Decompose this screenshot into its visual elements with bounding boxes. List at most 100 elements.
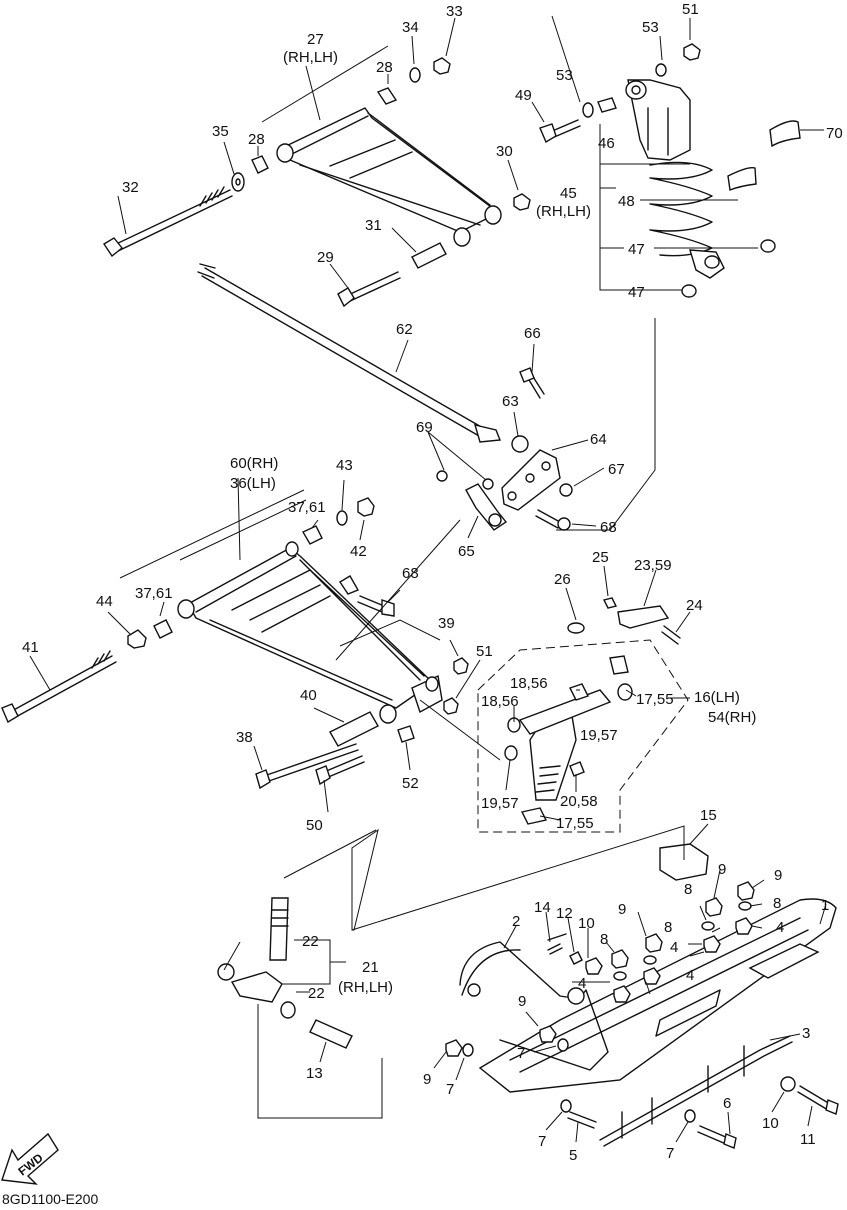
diagram-code: 8GD1100-E200	[2, 1191, 98, 1207]
callout-7b: 7	[446, 1081, 454, 1098]
callout-3: 3	[802, 1025, 810, 1042]
callout-7a: 7	[517, 1045, 525, 1062]
callout-48: 48	[618, 193, 635, 210]
callout-70: 70	[826, 125, 843, 142]
callout-leaders	[29, 15, 827, 1143]
callout-21-sub: (RH,LH)	[338, 979, 393, 996]
callout-29: 29	[317, 249, 334, 266]
callout-27: 27	[307, 31, 324, 48]
callout-28a: 28	[376, 59, 393, 76]
callout-52: 52	[402, 775, 419, 792]
ski-assembly	[445, 843, 839, 1149]
callout-37a: 37,61	[288, 499, 326, 516]
callout-19a: 19,57	[580, 727, 618, 744]
callout-53a: 53	[642, 19, 659, 36]
callout-44: 44	[96, 593, 113, 610]
callout-4b: 4	[670, 939, 678, 956]
callout-66: 66	[524, 325, 541, 342]
callout-36: 36(LH)	[230, 475, 276, 492]
callout-38: 38	[236, 729, 253, 746]
callout-46: 46	[598, 135, 615, 152]
callout-34: 34	[402, 19, 419, 36]
torsion-shaft	[197, 263, 501, 443]
callout-9b: 9	[774, 867, 782, 884]
callout-43: 43	[336, 457, 353, 474]
reference-lines	[119, 45, 689, 1119]
callout-11: 11	[800, 1131, 816, 1148]
callout-62: 62	[396, 321, 413, 338]
callout-5: 5	[569, 1147, 577, 1164]
callout-21: 21	[362, 959, 379, 976]
shock-absorber	[539, 43, 801, 298]
callout-63: 63	[502, 393, 519, 410]
callout-24: 24	[686, 597, 703, 614]
callout-22b: 22	[308, 985, 325, 1002]
callout-30: 30	[496, 143, 513, 160]
callout-51b: 51	[476, 643, 493, 660]
callout-68b: 68	[402, 565, 419, 582]
ski-spindle	[504, 597, 681, 825]
callout-51a: 51	[682, 1, 699, 18]
callout-13: 13	[306, 1065, 323, 1082]
callout-32: 32	[122, 179, 139, 196]
steering-spindle	[217, 897, 353, 1049]
callout-9c: 9	[618, 901, 626, 918]
callout-6: 6	[723, 1095, 731, 1112]
callout-8c: 8	[664, 919, 672, 936]
callout-2: 2	[512, 913, 520, 930]
callout-49: 49	[515, 87, 532, 104]
callout-17a: 17,55	[636, 691, 674, 708]
callout-47a: 47	[628, 241, 645, 258]
callout-8d: 8	[600, 931, 608, 948]
callout-40: 40	[300, 687, 317, 704]
callout-60: 60(RH)	[230, 455, 278, 472]
callout-42: 42	[350, 543, 367, 560]
callout-18b: 18,56	[481, 693, 519, 710]
callout-18a: 18,56	[510, 675, 548, 692]
callout-16: 16(LH)	[694, 689, 740, 706]
callout-45: 45	[560, 185, 577, 202]
callout-45-sub: (RH,LH)	[536, 203, 591, 220]
callout-9a: 9	[718, 861, 726, 878]
callout-1: 1	[821, 897, 829, 914]
callout-15: 15	[700, 807, 717, 824]
callout-39: 39	[438, 615, 455, 632]
callout-53b: 53	[556, 67, 573, 84]
callout-19b: 19,57	[481, 795, 519, 812]
callout-23: 23,59	[634, 557, 672, 574]
callout-64: 64	[590, 431, 607, 448]
callout-8a: 8	[684, 881, 692, 898]
callout-7c: 7	[538, 1133, 546, 1150]
callout-10a: 10	[578, 915, 595, 932]
callout-9d: 9	[518, 993, 526, 1010]
callout-67: 67	[608, 461, 625, 478]
callout-41: 41	[22, 639, 39, 656]
callout-33: 33	[446, 3, 463, 20]
upper-a-arm	[103, 57, 531, 308]
link-rod-parts	[436, 367, 573, 531]
callout-35: 35	[212, 123, 229, 140]
callout-50: 50	[306, 817, 323, 834]
callout-28b: 28	[248, 131, 265, 148]
fwd-arrow-icon: FWD	[1, 1132, 59, 1185]
callout-22a: 22	[302, 933, 319, 950]
callout-labels: 1 2 3 4 4 4 4 5 6 7 7 7 7 8 8 8 8 9 9 9 …	[22, 1, 843, 1164]
callout-68a: 68	[600, 519, 617, 536]
lower-a-arm	[1, 497, 469, 790]
callout-20: 20,58	[560, 793, 598, 810]
callout-69: 69	[416, 419, 433, 436]
callout-4d: 4	[578, 975, 586, 992]
callout-17b: 17,55	[556, 815, 594, 832]
callout-8b: 8	[773, 895, 781, 912]
callout-37b: 37,61	[135, 585, 173, 602]
callout-25: 25	[592, 549, 609, 566]
callout-31: 31	[365, 217, 382, 234]
callout-47b: 47	[628, 284, 645, 301]
callout-54: 54(RH)	[708, 709, 756, 726]
callout-26: 26	[554, 571, 571, 588]
callout-9e: 9	[423, 1071, 431, 1088]
callout-65: 65	[458, 543, 475, 560]
callout-14: 14	[534, 899, 551, 916]
callout-4a: 4	[776, 919, 784, 936]
